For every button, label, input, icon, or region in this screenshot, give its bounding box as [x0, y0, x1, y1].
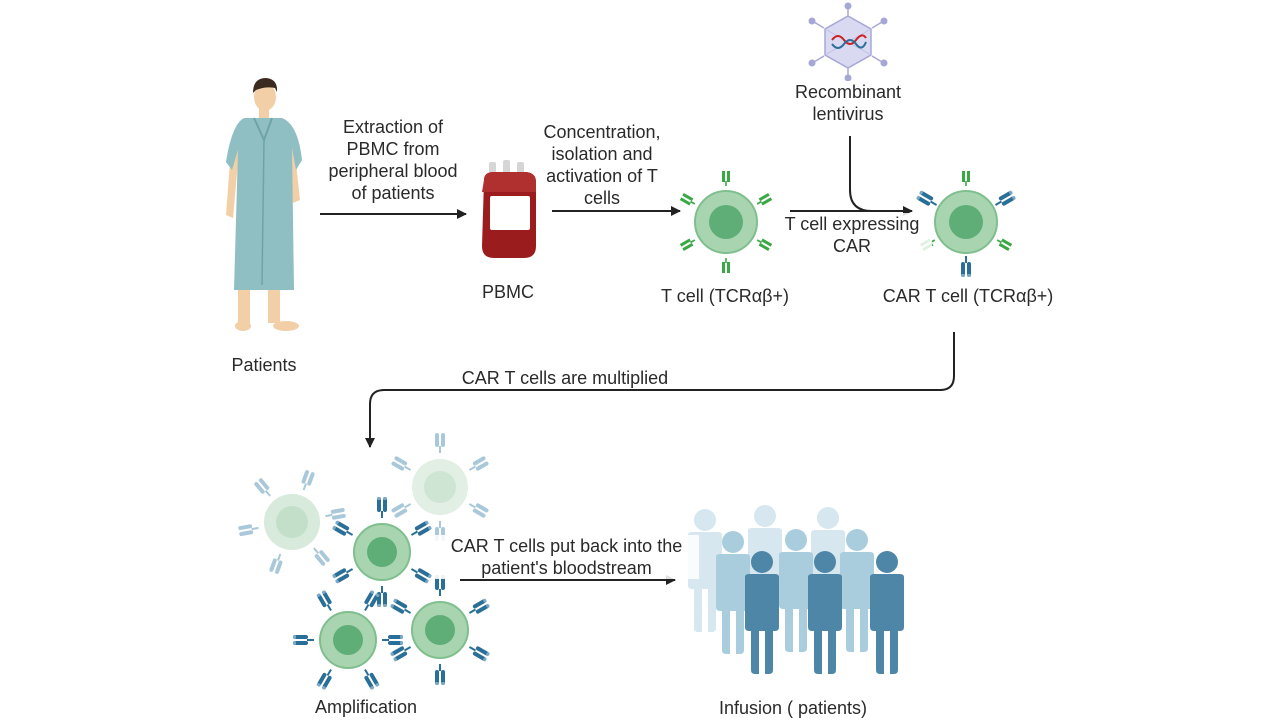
- infusion-label: Infusion ( patients): [718, 698, 868, 718]
- multiplied-step-label: CAR T cells are multiplied: [461, 368, 669, 388]
- patient-figure: [226, 78, 302, 331]
- patients-label: Patients: [231, 355, 297, 375]
- car-t-cell-icon: [293, 589, 403, 691]
- extraction-step-label: Extraction of PBMC from peripheral blood…: [328, 117, 458, 203]
- infusion-step-label: CAR T cells put back into the patient's …: [434, 535, 699, 579]
- arrow-lentivirus: [849, 136, 912, 212]
- car-t-cell-icon: [331, 497, 433, 607]
- blood-bag-icon: [482, 160, 536, 258]
- t-cell-label: T cell (TCRαβ+): [661, 286, 789, 306]
- lentivirus-icon: [808, 2, 888, 82]
- patients-crowd-icon: [688, 505, 904, 674]
- car-t-cell-icon: [915, 171, 1017, 277]
- amplified-cells-group: [237, 433, 491, 691]
- car-t-cell-icon: [389, 575, 491, 685]
- amplification-label: Amplification: [314, 697, 418, 717]
- lentivirus-label: Recombinant lentivirus: [778, 81, 918, 125]
- car-t-cell-label: CAR T cell (TCRαβ+): [882, 286, 1054, 306]
- arrow-multiplied: [365, 332, 955, 448]
- faded-car-t-cell-icon: [390, 433, 490, 541]
- faded-car-t-cell-icon: [237, 469, 347, 575]
- car-expression-step-label: T cell expressing CAR: [772, 213, 932, 257]
- pbmc-label: PBMC: [481, 282, 534, 302]
- concentration-step-label: Concentration, isolation and activation …: [543, 122, 661, 208]
- t-cell-icon: [679, 171, 773, 273]
